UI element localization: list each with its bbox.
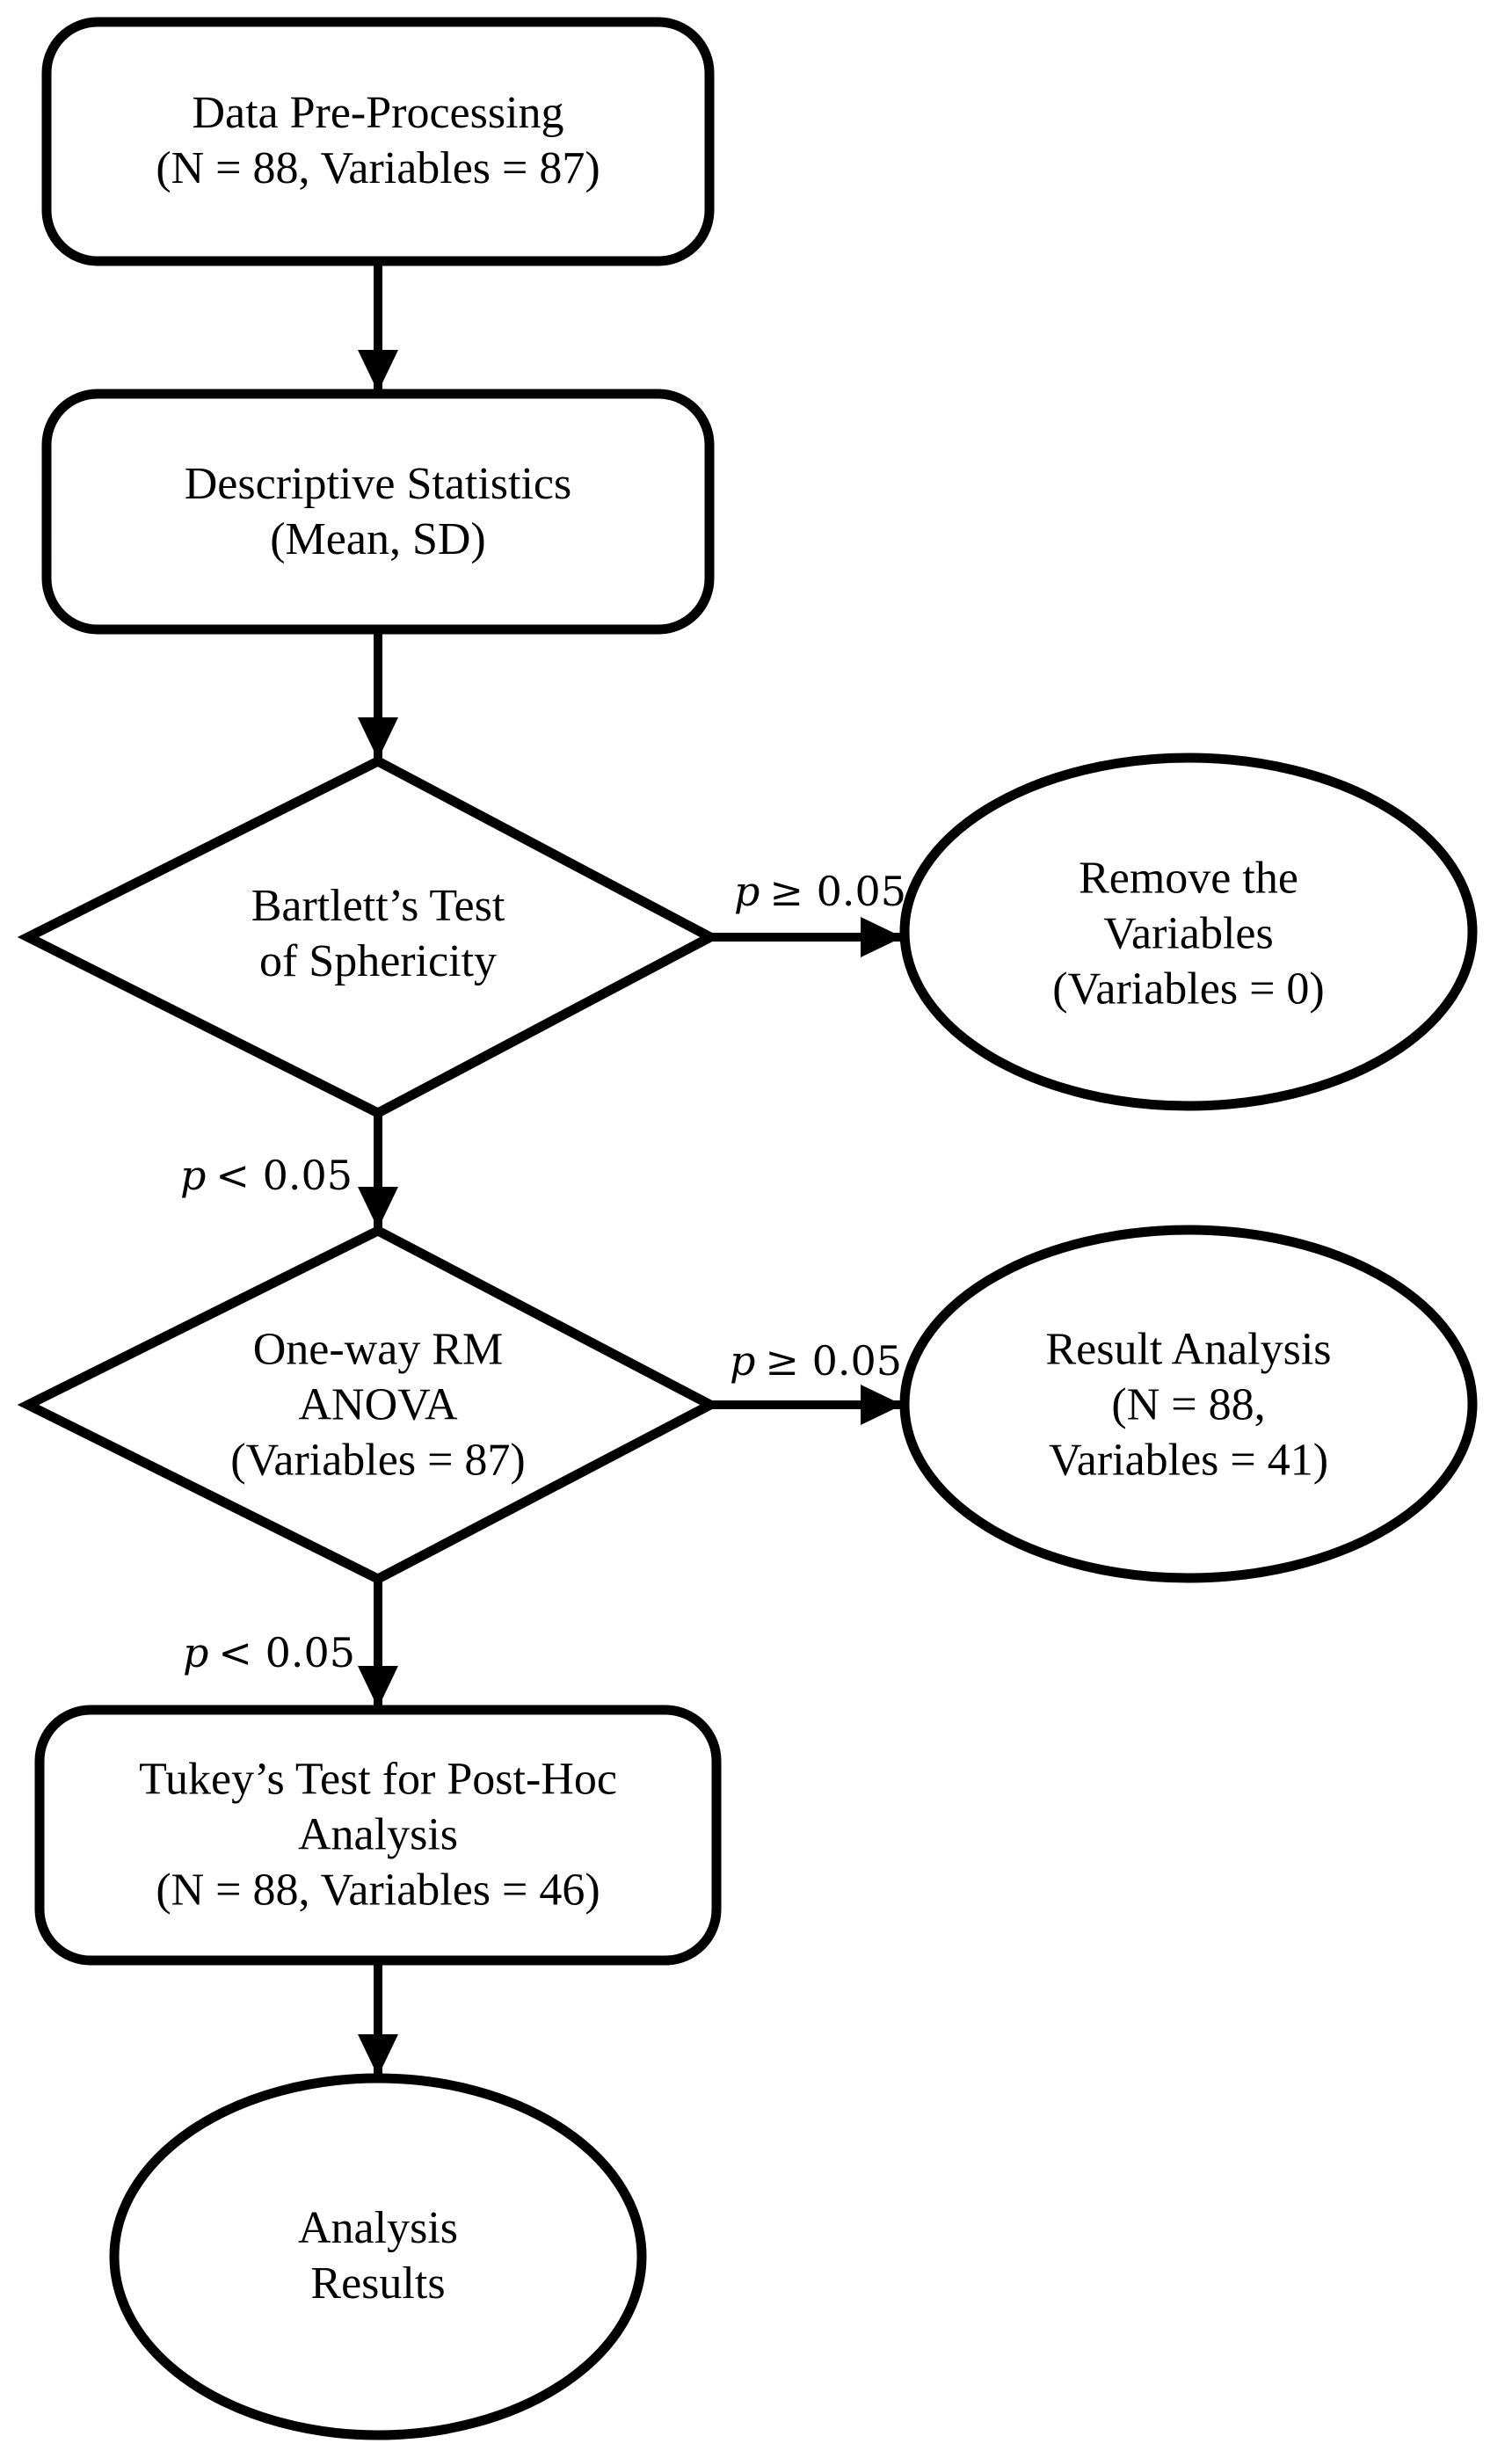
text-line: One-way RM bbox=[252, 1324, 504, 1375]
text-line: Descriptive Statistics bbox=[184, 459, 572, 509]
node-bartlett-test-label: Bartlett’s Test of Sphericity bbox=[251, 878, 505, 989]
edge-label-bartlett-not-significant: p≥ 0.05 bbox=[734, 869, 906, 913]
p-condition: ≥ 0.05 bbox=[765, 1337, 903, 1385]
node-rm-anova-label: One-way RM ANOVA (Variables = 87) bbox=[230, 1322, 525, 1488]
p-symbol: p bbox=[733, 868, 760, 915]
text-line: (N = 88, Variables = 46) bbox=[156, 1865, 600, 1916]
text-line: (N = 88, Variables = 87) bbox=[156, 143, 600, 193]
text-line: Analysis bbox=[298, 2203, 458, 2253]
text-line: Variables = 41) bbox=[1048, 1435, 1329, 1486]
node-tukey-posthoc-label: Tukey’s Test for Post-Hoc Analysis (N = … bbox=[139, 1752, 617, 1918]
node-remove-variables-label: Remove the Variables (Variables = 0) bbox=[1052, 851, 1324, 1017]
text-line: (N = 88, bbox=[1111, 1379, 1266, 1430]
p-condition: < 0.05 bbox=[218, 1629, 356, 1676]
edge-label-bartlett-significant: p< 0.05 bbox=[180, 1153, 353, 1197]
text-line: of Sphericity bbox=[258, 936, 498, 986]
node-result-analysis-label: Result Analysis (N = 88, Variables = 41) bbox=[1045, 1322, 1331, 1488]
text-line: ANOVA bbox=[298, 1379, 458, 1430]
node-analysis-results-shape bbox=[109, 2073, 647, 2440]
text-line: Results bbox=[310, 2258, 446, 2309]
node-remove-variables-shape bbox=[899, 753, 1478, 1111]
text-line: (Mean, SD) bbox=[270, 514, 486, 564]
node-result-analysis-shape bbox=[899, 1225, 1478, 1583]
text-line: (Variables = 87) bbox=[230, 1435, 526, 1486]
text-line: Remove the bbox=[1079, 853, 1298, 904]
node-analysis-results-label: Analysis Results bbox=[298, 2200, 458, 2311]
text-line: Analysis bbox=[298, 1809, 458, 1860]
text-line: Tukey’s Test for Post-Hoc bbox=[139, 1754, 617, 1805]
edge-label-anova-not-significant: p≥ 0.05 bbox=[730, 1339, 902, 1383]
p-condition: ≥ 0.05 bbox=[769, 868, 907, 915]
text-line: Bartlett’s Test bbox=[251, 881, 505, 931]
text-line: Result Analysis bbox=[1045, 1324, 1332, 1375]
text-line: (Variables = 0) bbox=[1052, 964, 1325, 1014]
p-symbol: p bbox=[182, 1629, 209, 1676]
text-line: Data Pre-Processing bbox=[192, 88, 564, 138]
p-symbol: p bbox=[729, 1337, 756, 1385]
node-preprocessing-label: Data Pre-Processing (N = 88, Variables =… bbox=[156, 85, 600, 196]
node-descriptive-stats-label: Descriptive Statistics (Mean, SD) bbox=[185, 456, 571, 567]
p-condition: < 0.05 bbox=[215, 1152, 353, 1199]
text-line: Variables bbox=[1103, 908, 1274, 959]
edge-label-anova-significant: p< 0.05 bbox=[183, 1631, 355, 1675]
p-symbol: p bbox=[179, 1152, 207, 1199]
